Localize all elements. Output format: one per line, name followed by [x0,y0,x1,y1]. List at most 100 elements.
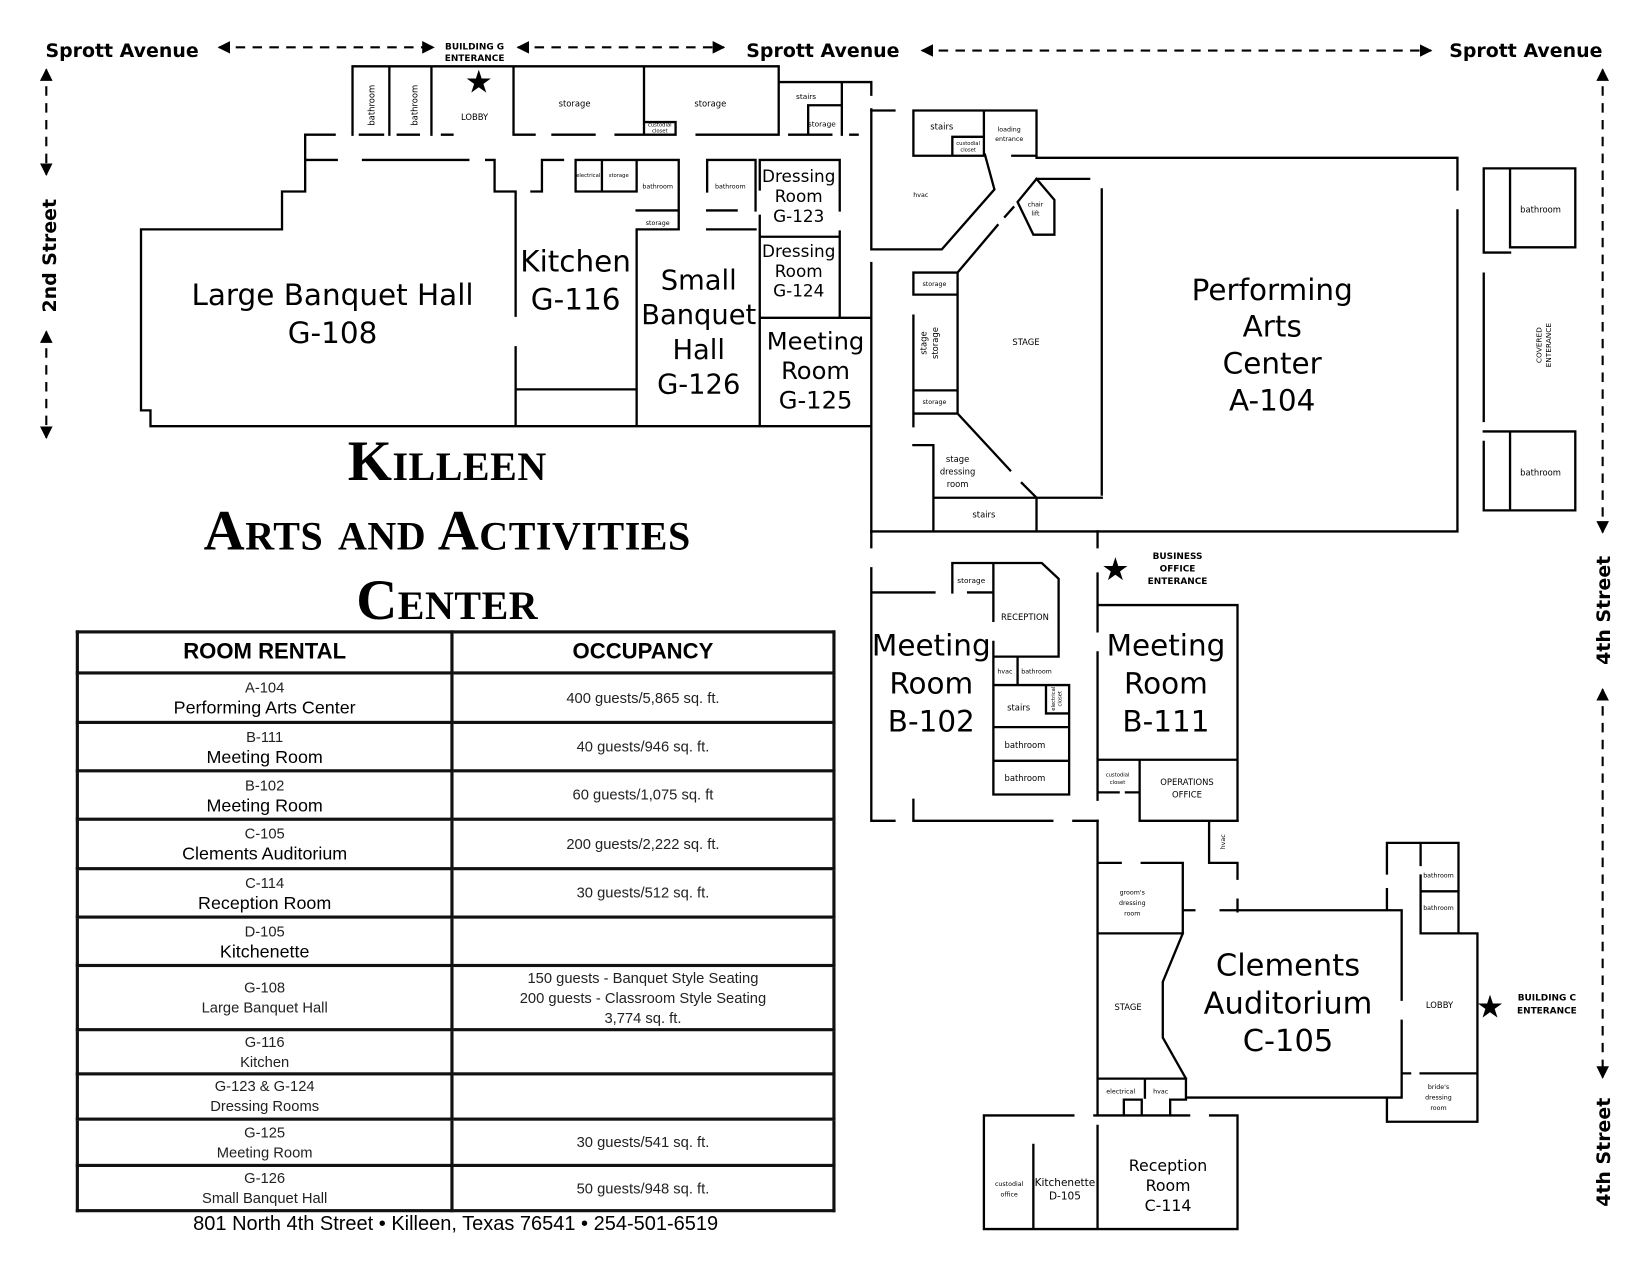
room-label-line: Room [775,186,823,206]
room-label-line: Large Banquet Hall [191,278,473,312]
space-label-line: lift [1031,211,1040,218]
title-line-3: Center [356,568,539,632]
space-label-line: closet [1058,691,1064,707]
space-label: hvac [1153,1088,1169,1095]
room-name: Meeting Room [206,795,323,816]
occupancy-cell: 200 guests/2,222 sq. ft. [450,817,836,871]
space-label-line: office [1001,1191,1018,1198]
entrance-label: OFFICE [1160,564,1196,574]
room-name: Small Banquet Hall [202,1189,328,1206]
header-occupancy: OCCUPANCY [450,630,836,675]
room-label-line: C-114 [1145,1196,1192,1215]
space-label-line: storage [930,327,940,359]
room-code: B-111 [246,727,284,745]
space-label-line: custodial [1106,773,1130,779]
room-label-line: G-116 [531,282,621,316]
space-label-line: stairs [972,510,995,520]
space-label-line: loading [998,127,1021,134]
room-label-line: Clements [1216,948,1360,983]
space-label-line: OFFICE [1172,790,1202,800]
room-label-line: Room [1146,1176,1191,1195]
space-label-line: LOBBY [461,112,489,122]
room-label-line: Dressing [762,166,835,186]
space-label-line: hvac [913,192,929,199]
space-label-line: storage [694,98,726,108]
space-label: storage [646,220,670,227]
entrance-label: ENTERANCE [445,54,505,64]
room-name: Meeting Room [206,746,323,767]
space-label: LOBBY [461,112,489,122]
space-label: storage [808,119,836,128]
space-label: hvac [1220,834,1227,850]
room-label-line: D-105 [1049,1191,1081,1203]
space-label-line: stairs [1007,702,1030,712]
occupancy-value: 40 guests/946 sq. ft. [576,737,710,755]
header-room-rental: ROOM RENTAL [75,630,454,675]
room-label-line: G-125 [779,386,853,414]
space-label-line: bathroom [642,183,673,190]
occupancy-cell [450,1028,836,1076]
occupancy-cell [450,1072,836,1121]
entrance-label: BUILDING C [1518,994,1576,1004]
room-label-line: C-105 [1243,1024,1334,1059]
room-label-line: Kitchenette [1035,1177,1096,1189]
space-label: stairs [796,92,816,101]
occupancy-cell: 400 guests/5,865 sq. ft. [450,671,836,724]
occupancy-value: 400 guests/5,865 sq. ft. [566,688,720,706]
space-label-line: STAGE [1012,337,1039,347]
entrance-label: BUILDING G [445,42,504,52]
space-label-line: storage [808,119,836,128]
space-label-line: dressing [1425,1095,1452,1102]
space-label: bathroom [366,85,376,126]
space-label-line: bathroom [1520,205,1561,215]
occupancy-value: 3,774 sq. ft. [604,1008,682,1026]
space-label: chair lift [1028,201,1044,217]
room-code: G-125 [244,1123,286,1141]
room-label-line: B-102 [888,704,975,738]
space-label-line: chair [1028,201,1044,208]
space-label: storage [694,98,726,108]
walls-building-b [870,530,1239,822]
occupancy-value: 50 guests/948 sq. ft. [576,1179,710,1196]
room-code: G-116 [244,1032,285,1050]
room-label-line: Room [775,261,823,281]
space-label: bathroom [1005,773,1046,783]
room-name: Kitchen [240,1052,290,1070]
occupancy-cell: 50 guests/948 sq. ft. [450,1163,836,1213]
room-code: C-105 [244,825,285,842]
space-label-line: storage [646,220,670,227]
entrance-business-office: ★ BUSINESS OFFICE ENTERANCE [1101,552,1207,588]
space-label: LOBBY [1426,1000,1454,1010]
space-label-line: bride's [1428,1084,1449,1091]
room-label-line: G-123 [773,206,824,226]
room-code: C-114 [245,873,285,891]
walls-building-c [982,819,1479,1231]
space-label-line: storage [957,576,985,585]
space-label-line: bathroom [1005,740,1046,750]
space-label: stairs [930,121,953,131]
street-2nd: 2nd Street [39,199,61,313]
space-label-line: groom's [1120,889,1145,896]
address: 801 North 4th Street • Killeen, Texas 76… [193,1213,719,1236]
room-code: D-105 [244,922,285,940]
space-label: bathroom [1520,205,1561,215]
room-label-line: G-124 [773,281,824,301]
occupancy-value: 200 guests/2,222 sq. ft. [566,835,720,852]
